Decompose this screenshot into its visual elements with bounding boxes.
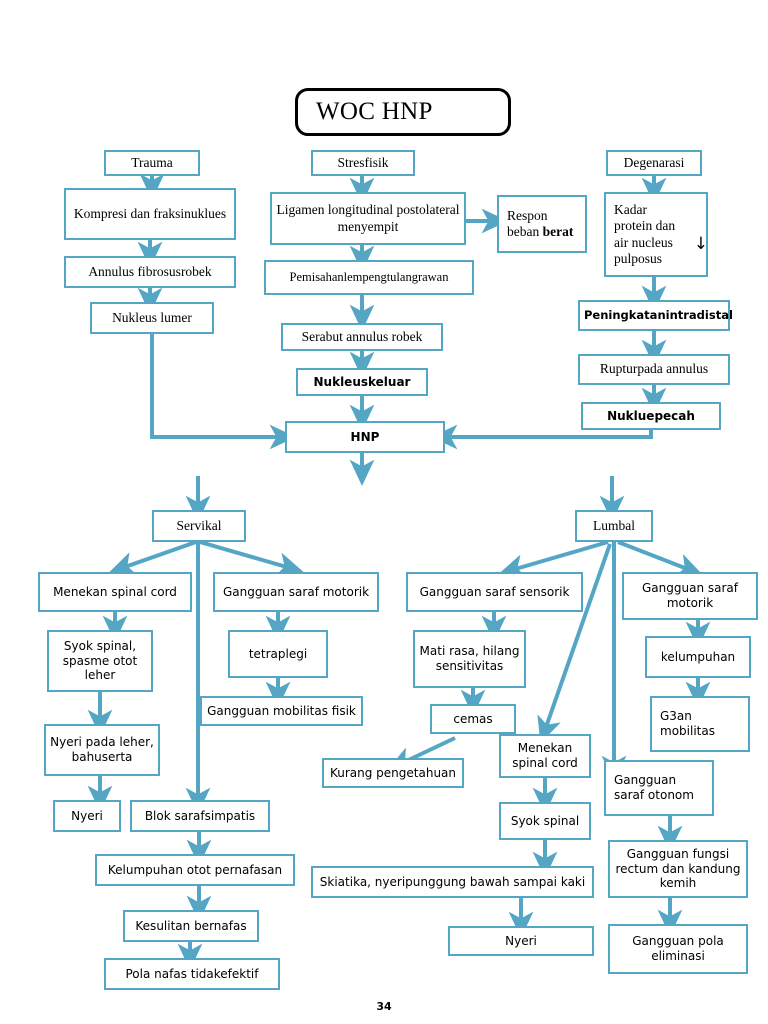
node-peningkatan-intradistal[interactable]: Peningkatanintradistal xyxy=(578,300,733,331)
node-label: cemas xyxy=(453,711,493,726)
node-serabut-annulus-robek[interactable]: Serabut annulus robek xyxy=(281,323,443,351)
node-degenarasi[interactable]: Degenarasi xyxy=(606,150,702,176)
node-pola-nafas-tidakefektif[interactable]: Pola nafas tidakefektif xyxy=(104,958,280,990)
node-syok-spinal-lumbal[interactable]: Syok spinal xyxy=(499,802,591,840)
node-label: Rupturpada annulus xyxy=(599,361,709,377)
node-label: Respon beban berat xyxy=(499,208,585,241)
node-lumbal[interactable]: Lumbal xyxy=(575,510,653,542)
node-gangguan-saraf-sensorik[interactable]: Gangguan saraf sensorik xyxy=(406,572,583,612)
node-kadar-protein-nucleus-pulposus[interactable]: Kadar protein dan air nucleus pulposus ↓ xyxy=(604,192,708,277)
node-label: Peningkatanintradistal xyxy=(584,308,733,323)
node-gangguan-fungsi-rectum-kandung-kemih[interactable]: Gangguan fungsi rectum dan kandung kemih xyxy=(608,840,748,898)
node-mati-rasa-hilang-sensitivitas[interactable]: Mati rasa, hilang sensitivitas xyxy=(413,630,526,688)
node-kompresi-dan-fraksinuklues[interactable]: Kompresi dan fraksinuklues xyxy=(64,188,236,240)
node-label: Serabut annulus robek xyxy=(301,328,423,344)
respon-bold: berat xyxy=(542,224,574,239)
node-label: Kadar protein dan air nucleus pulposus ↓ xyxy=(606,201,708,268)
node-menekan-spinal-cord-lumbal[interactable]: Menekan spinal cord xyxy=(499,734,591,778)
node-nukleuskeluar[interactable]: Nukleuskeluar xyxy=(296,368,428,396)
page-title: WOC HNP xyxy=(295,88,511,136)
page-number: 34 xyxy=(376,1000,392,1013)
node-kelumpuhan-otot-pernafasan[interactable]: Kelumpuhan otot pernafasan xyxy=(95,854,295,886)
node-nyeri-servikal[interactable]: Nyeri xyxy=(53,800,121,832)
node-label: Gangguan saraf sensorik xyxy=(419,584,570,599)
node-nukluepecah[interactable]: Nukluepecah xyxy=(581,402,721,430)
node-annulus-fibrosusrobek[interactable]: Annulus fibrosusrobek xyxy=(64,256,236,288)
node-label: Nyeri pada leher, bahuserta xyxy=(50,735,154,764)
node-label: tetraplegi xyxy=(248,646,308,661)
node-label: Gangguan pola eliminasi xyxy=(632,934,724,963)
node-label: Skiatika, nyeripunggung bawah sampai kak… xyxy=(319,874,586,889)
node-label: Menekan spinal cord xyxy=(512,741,578,770)
node-skiatika-nyeri-punggung[interactable]: Skiatika, nyeripunggung bawah sampai kak… xyxy=(311,866,594,898)
node-servikal[interactable]: Servikal xyxy=(152,510,246,542)
node-tetraplegi[interactable]: tetraplegi xyxy=(228,630,328,678)
node-kurang-pengetahuan[interactable]: Kurang pengetahuan xyxy=(322,758,464,788)
node-label: G3an mobilitas xyxy=(660,709,715,738)
node-label: Ligamen longitudinal postolateral menyem… xyxy=(276,202,460,234)
node-pemisahan-lempeng-tulang-rawan[interactable]: Pemisahanlempengtulangrawan xyxy=(264,260,474,295)
node-cemas[interactable]: cemas xyxy=(430,704,516,734)
node-gangguan-pola-eliminasi[interactable]: Gangguan pola eliminasi xyxy=(608,924,748,974)
node-label: Degenarasi xyxy=(623,154,685,170)
node-gangguan-mobilitas-fisik[interactable]: Gangguan mobilitas fisik xyxy=(200,696,363,726)
node-menekan-spinal-cord-servikal[interactable]: Menekan spinal cord xyxy=(38,572,192,612)
node-label: Kompresi dan fraksinuklues xyxy=(73,205,227,221)
node-label: Kelumpuhan otot pernafasan xyxy=(107,862,283,877)
node-gangguan-saraf-otonom[interactable]: Gangguan saraf otonom xyxy=(604,760,714,816)
node-label: Blok sarafsimpatis xyxy=(144,808,256,823)
kadar-protein-text: Kadar protein dan air nucleus pulposus xyxy=(614,201,676,266)
node-label: Nyeri xyxy=(71,808,103,823)
node-label: Nyeri xyxy=(505,933,537,948)
node-label: Stresfisik xyxy=(337,154,389,170)
node-trauma[interactable]: Trauma xyxy=(104,150,200,176)
node-label: Kurang pengetahuan xyxy=(329,765,457,780)
node-kesulitan-bernafas[interactable]: Kesulitan bernafas xyxy=(123,910,259,942)
node-blok-sarafsimpatis[interactable]: Blok sarafsimpatis xyxy=(130,800,270,832)
node-label: Menekan spinal cord xyxy=(53,584,177,599)
node-label: Gangguan saraf motorik xyxy=(222,584,370,599)
node-stresfisik[interactable]: Stresfisik xyxy=(311,150,415,176)
node-label: Nukleus lumer xyxy=(112,309,192,325)
node-label: Annulus fibrosusrobek xyxy=(88,263,212,279)
respon-prefix: Respon beban xyxy=(507,207,548,239)
node-label: Nukleuskeluar xyxy=(313,374,411,389)
node-g3an-mobilitas[interactable]: G3an mobilitas xyxy=(650,696,750,752)
node-label: Servikal xyxy=(176,517,222,533)
node-hnp[interactable]: HNP xyxy=(285,421,445,453)
decrease-arrow-icon: ↓ xyxy=(693,234,708,255)
node-label: Gangguan saraf otonom xyxy=(614,773,694,802)
node-label: Nukluepecah xyxy=(607,408,695,423)
page-title-text: WOC HNP xyxy=(316,98,433,125)
node-label: Mati rasa, hilang sensitivitas xyxy=(419,644,520,673)
node-label: Gangguan fungsi rectum dan kandung kemih xyxy=(615,847,741,891)
node-label: HNP xyxy=(350,429,380,444)
node-label: Syok spinal xyxy=(510,813,580,828)
node-gangguan-saraf-motorik-lumbal[interactable]: Gangguan saraf motorik xyxy=(622,572,758,620)
node-gangguan-saraf-motorik-servikal[interactable]: Gangguan saraf motorik xyxy=(213,572,379,612)
node-label: Trauma xyxy=(131,154,173,170)
node-ruptur-pada-annulus[interactable]: Rupturpada annulus xyxy=(578,354,730,385)
node-nyeri-lumbal[interactable]: Nyeri xyxy=(448,926,594,956)
node-ligamen-longitudinal[interactable]: Ligamen longitudinal postolateral menyem… xyxy=(270,192,466,245)
node-nukleus-lumer[interactable]: Nukleus lumer xyxy=(90,302,214,334)
node-respon-beban-berat[interactable]: Respon beban berat xyxy=(497,195,587,253)
node-label: Gangguan saraf motorik xyxy=(642,581,738,610)
node-label: Pemisahanlempengtulangrawan xyxy=(289,269,449,284)
node-label: Lumbal xyxy=(593,517,635,533)
node-label: Gangguan mobilitas fisik xyxy=(207,703,356,718)
node-kelumpuhan[interactable]: kelumpuhan xyxy=(645,636,751,678)
node-label: kelumpuhan xyxy=(660,649,736,664)
node-label: Pola nafas tidakefektif xyxy=(125,966,259,981)
node-syok-spinal-spasme-otot-leher[interactable]: Syok spinal, spasme otot leher xyxy=(47,630,153,692)
node-label: Syok spinal, spasme otot leher xyxy=(62,639,138,683)
node-label: Kesulitan bernafas xyxy=(135,918,247,933)
node-nyeri-pada-leher-bahuserta[interactable]: Nyeri pada leher, bahuserta xyxy=(44,724,160,776)
